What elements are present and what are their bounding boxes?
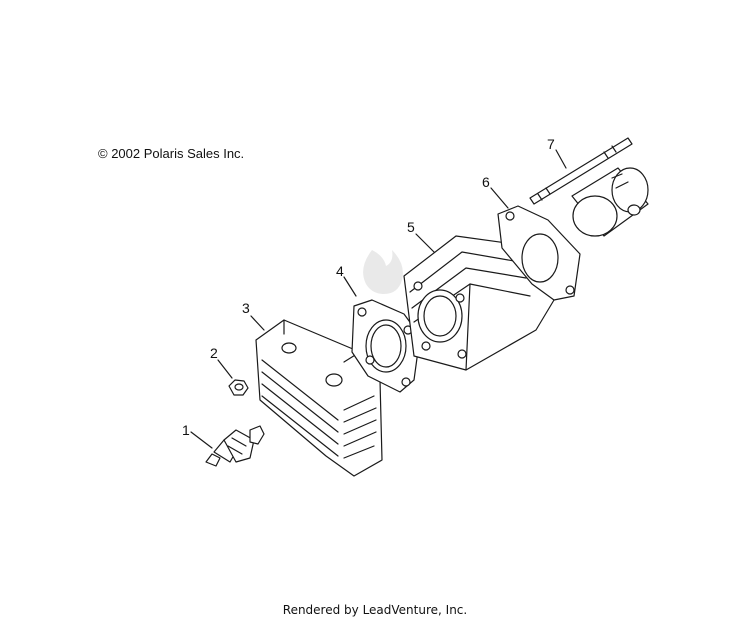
- callout-5: 5: [407, 219, 415, 235]
- piston: [571, 167, 649, 237]
- leadventure-watermark: [363, 250, 403, 294]
- callout-3: 3: [242, 300, 250, 316]
- copyright-text: © 2002 Polaris Sales Inc.: [98, 146, 245, 161]
- callout-2: 2: [210, 345, 218, 361]
- callout-4: 4: [336, 263, 344, 279]
- stud: [529, 137, 633, 205]
- leader-lines: [190, 149, 567, 449]
- cylinder-head: [255, 319, 383, 477]
- nut: [228, 379, 249, 396]
- callout-7: 7: [547, 136, 555, 152]
- footer-credit: Rendered by LeadVenture, Inc.: [282, 603, 468, 617]
- base-gasket: [497, 205, 581, 301]
- head-gasket: [351, 299, 421, 393]
- callout-6: 6: [482, 174, 490, 190]
- spark-plug: [205, 425, 265, 467]
- callout-1: 1: [182, 422, 190, 438]
